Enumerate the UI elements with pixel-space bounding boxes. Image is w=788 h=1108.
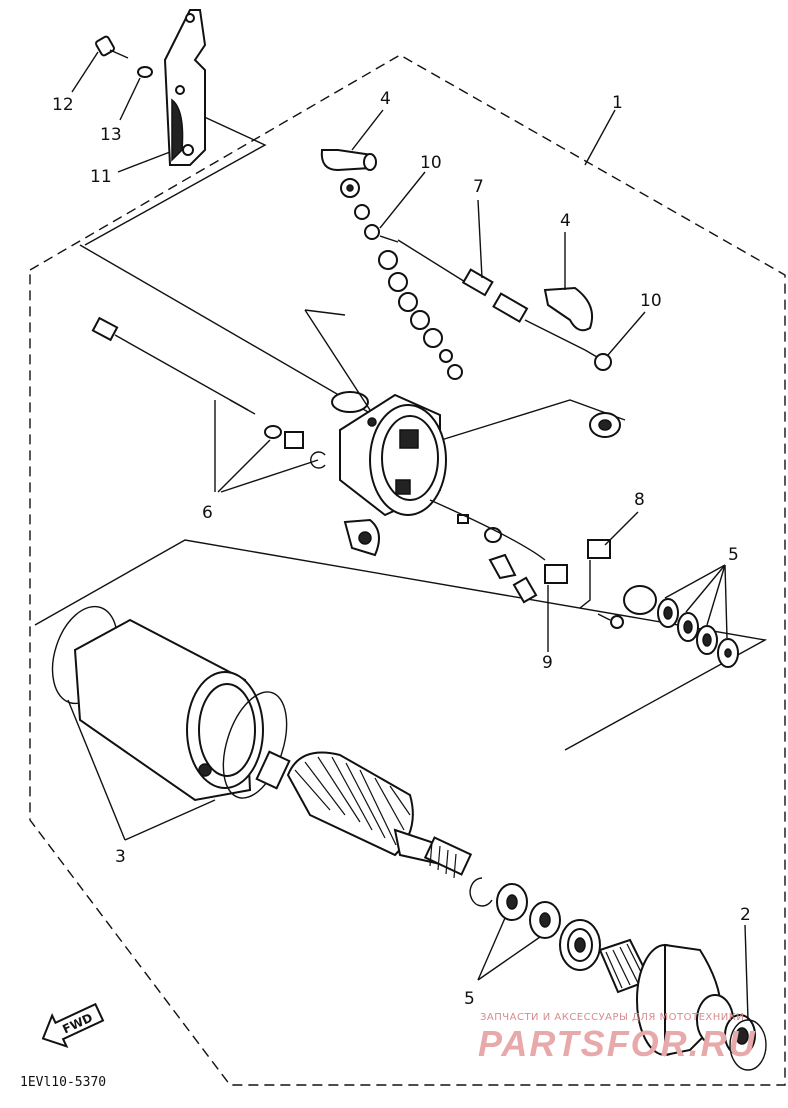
bracket-group-2 [34, 539, 768, 751]
terminal-boot-4a [320, 149, 377, 172]
callout-13: 13 [100, 125, 122, 145]
callout-9: 9 [542, 653, 553, 673]
callout-5a: 5 [728, 545, 739, 565]
washer-stack-5-upper [623, 585, 739, 668]
forward-arrow: FWD [41, 1002, 105, 1049]
watermark-tagline: ЗАПЧАСТИ И АКСЕССУАРЫ ДЛЯ МОТОТЕХНИКИ [480, 1012, 744, 1023]
bolt-12 [95, 35, 129, 59]
washer-front-b [529, 901, 561, 939]
callout-4a: 4 [380, 89, 391, 109]
rear-cover [331, 391, 447, 517]
brush-lead [429, 499, 546, 561]
armature [255, 750, 473, 879]
diagram-code: 1EVl10-5370 [20, 1075, 106, 1090]
circlip-6 [310, 451, 326, 469]
brush-9 [544, 564, 568, 584]
callout-4b: 4 [560, 211, 571, 231]
circlip-front [469, 877, 493, 907]
clip-6 [284, 431, 304, 449]
washer-front-a [496, 883, 528, 921]
bracket-group-1 [79, 244, 626, 446]
o-ring-3b [222, 691, 288, 799]
leader-1 [584, 109, 616, 166]
through-bolt [91, 316, 256, 415]
callout-10b: 10 [640, 291, 662, 311]
callout-2: 2 [740, 905, 751, 925]
nut-stack [340, 178, 463, 380]
bracket-top-left [84, 114, 267, 246]
brush-plate [488, 553, 538, 604]
ring-terminal-10a [364, 224, 399, 243]
watermark-logo: PARTSFOR.RU [478, 1023, 757, 1064]
brush-8-lead [579, 560, 591, 609]
screw-small [597, 613, 624, 629]
brush-holder [343, 518, 380, 557]
callout-6: 6 [202, 503, 213, 523]
ring-terminal-10b [584, 349, 612, 371]
callout-8: 8 [634, 490, 645, 510]
callout-1: 1 [612, 93, 623, 113]
bearing-rear [589, 412, 621, 438]
callout-3: 3 [115, 847, 126, 867]
leader-lines [67, 51, 749, 1021]
callout-5b: 5 [464, 989, 475, 1009]
assembly-boundary [29, 54, 786, 1086]
washer-6a [264, 425, 282, 439]
mounting-bracket [163, 9, 207, 166]
bearing-front [559, 919, 601, 971]
callout-11: 11 [90, 167, 112, 187]
brush-8 [587, 539, 611, 559]
yoke-housing [73, 618, 264, 802]
callout-10a: 10 [420, 153, 442, 173]
washer-13 [137, 66, 153, 78]
front-cover [636, 943, 756, 1057]
callout-12: 12 [52, 95, 74, 115]
terminal-boot-4b [543, 286, 594, 332]
callout-7: 7 [473, 177, 484, 197]
